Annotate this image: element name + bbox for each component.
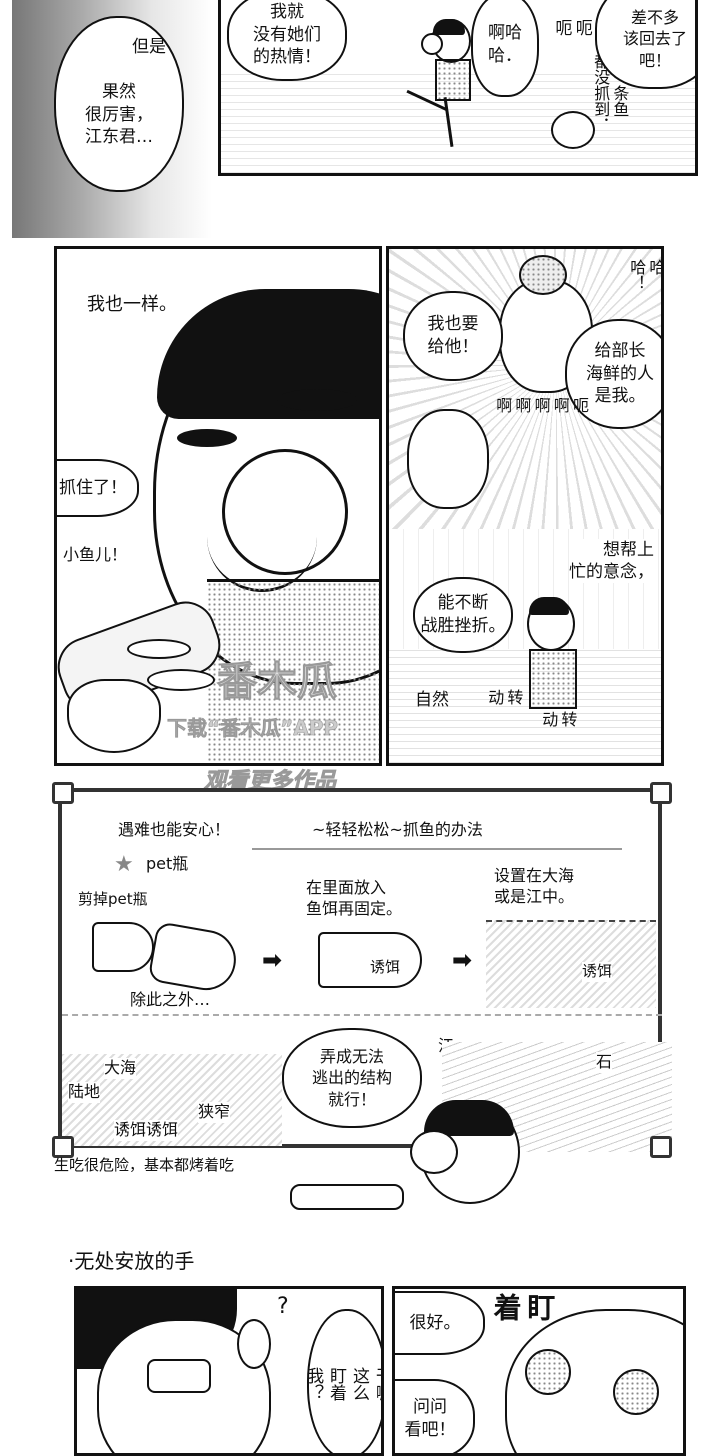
caption-me-too: 我也一样。 [87,294,177,315]
character-leg-right [443,97,454,147]
corner-tr [650,782,672,804]
corner-bubble-text: 差不多 该回去了 吧！ [622,7,687,70]
step3-bait: 诱饵 [582,962,613,982]
bubble-ask-text: 问问 看吧！ [404,1397,456,1440]
left-eyebrow [177,429,237,447]
arrow-2-icon: ➡ [452,946,473,974]
bubble-laugh-text: 啊哈 哈． [488,23,522,66]
forest-ground [389,649,661,763]
watermark-line1: 番木瓜 [217,659,338,706]
bubble-structure: 弄成无法 逃出的结构 就行！ [282,1028,422,1128]
narrow-label: 狭窄 [198,1102,231,1123]
stare-label: 盯 着 [489,1293,557,1321]
small-fish-label: 小鱼儿！ [63,545,128,566]
question-mark: ? [277,1294,289,1319]
woman-bun [519,255,567,295]
character-body [435,59,471,101]
sea-label: 大海 [104,1058,137,1079]
kneeling-character [515,597,585,727]
step2-bait: 诱饵 [370,958,401,978]
vert-text-1: 呃 呃 [551,19,592,36]
corner-bubble: 差不多 该回去了 吧！ [595,0,695,89]
star-icon: ★ [114,852,134,877]
pointing-character [380,1100,530,1220]
laugh-vert: 哈 哈 哈！ [627,259,664,291]
spin-label-1: 转 动 [485,689,524,705]
pointing-nose [410,1130,458,1174]
thought-win-text: 能不断 战胜挫折。 [420,593,506,636]
glasses-lens [147,1359,211,1393]
bubble-give: 我也要 给他！ [403,291,503,381]
cry-vert: 呃 啊 啊 啊 啊 [493,397,589,413]
step2-label: 在里面放入 鱼饵再固定。 [306,878,403,918]
bait-bait-label: 诱饵诱饵 [114,1120,179,1141]
crying-man-head [407,409,489,509]
bubble-structure-text: 弄成无法 逃出的结构 就行！ [311,1046,392,1109]
character-nose [421,33,443,55]
step1-label: 剪掉pet瓶 [78,890,148,908]
right-eyebrow [277,389,357,411]
bubble-staring-text: 干嘛 这么 盯着 我？ [303,1367,384,1401]
corner-br [650,1136,672,1158]
spin-label-2: 转 动 [539,711,578,727]
bubble-give-text: 我也要 给他！ [427,314,479,357]
hand [67,679,161,753]
bubble-good-text: 很好。 [409,1312,461,1333]
step1-bottle-body [147,921,241,995]
walking-character [401,19,491,149]
step3-water [486,920,656,1008]
whiteboard: 遇难也能安心！ ~轻轻松松~抓鱼的办法 ★ pet瓶 剪掉pet瓶 除此之外… … [58,788,672,1152]
ear [237,1319,271,1369]
bubble-heat-text: 我就 没有她们 的热情！ [253,1,321,68]
fallen-character [551,111,595,149]
step1-note: 除此之外… [130,990,211,1009]
left-bubble-line2: 果然 很厉害， 江东君… [85,81,153,148]
corner-tl [52,782,74,804]
character-hair [433,19,465,35]
woman-eye-right [613,1369,659,1415]
bubble-boss: 给部长 海鲜的人 是我。 [565,319,661,429]
kneel-hair [529,597,569,615]
board-title-right: ~轻轻松松~抓鱼的办法 [312,820,483,839]
board-title-left: 遇难也能安心！ [118,820,231,839]
bubble-caught-text: 抓住了！ [59,477,127,498]
panel-d: ? 干嘛 这么 盯着 我？ [74,1286,384,1456]
woman-eye-left [525,1349,571,1395]
pointing-arm [290,1184,404,1210]
fish-1 [127,639,191,659]
bubble-caught: 抓住了！ [57,459,139,517]
shirt [207,579,379,763]
panel-a: 我就 没有她们 的热情！ 啊哈 哈． 呃 呃 我一条鱼 都没抓到． 差不多 该回… [218,0,698,176]
panel-c: 哈 哈 哈！ 我也要 给他！ 给部长 海鲜的人 是我。 呃 啊 啊 啊 啊 想帮… [386,246,664,766]
bubble-heat: 我就 没有她们 的热情！ [227,0,347,81]
stone-label: 石 [596,1052,613,1073]
bubble-boss-text: 给部长 海鲜的人 是我。 [586,340,654,407]
panel-b: 我也一样。 抓住了！ 小鱼儿！ 番木瓜 下载“番木瓜”APP [54,246,382,766]
kneel-body [529,649,577,709]
thought-win: 能不断 战胜挫折。 [413,577,513,653]
left-bubble: 但是 果然 很厉害， 江东君… [54,16,184,192]
board-title-underline [252,848,622,850]
panel-e: 很好。 盯 着 问问 看吧！ [392,1286,686,1456]
thought-help: 想帮上 忙的意念， [569,539,654,584]
natural-label: 自然 [415,690,449,710]
arrow-1-icon: ➡ [262,946,283,974]
bubble-staring: 干嘛 这么 盯着 我？ [303,1309,381,1453]
watermark-logo: 番木瓜 [217,649,338,707]
section-title: ·无处安放的手 [68,1249,195,1273]
bubble-good: 很好。 [395,1291,485,1355]
step3-label: 设置在大海 或是江中。 [494,866,575,906]
fish-2 [147,669,215,691]
bubble-ask: 问问 看吧！ [395,1379,475,1453]
land-label: 陆地 [68,1082,101,1103]
board-divider [62,1014,662,1016]
left-bubble-line1: 但是 [132,37,166,57]
star-label: pet瓶 [146,854,189,873]
bubble-laugh: 啊哈 哈． [471,0,539,97]
board-footnote: 生吃很危险，基本都烤着吃 [54,1156,235,1174]
step2-bottle [318,932,422,988]
watermark-line2: 下载“番木瓜”APP [167,716,339,741]
corner-bl [52,1136,74,1158]
step1-bottle-top [92,922,154,972]
